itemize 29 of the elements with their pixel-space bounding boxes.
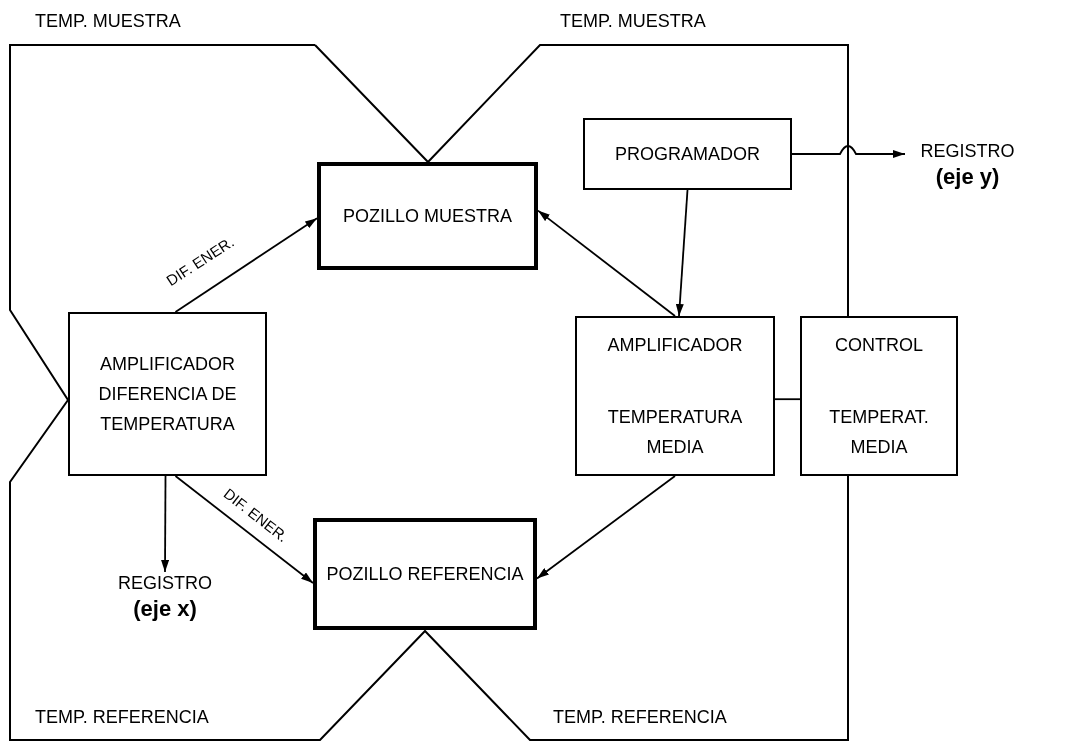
well-box [313, 518, 537, 630]
signal-label: TEMP. REFERENCIA [35, 706, 209, 729]
box-text: POZILLO MUESTRA [342, 205, 513, 228]
output-label: REGISTRO [920, 140, 1015, 163]
arrow [537, 209, 676, 317]
arrow [675, 189, 689, 317]
box-text: AMPLIFICADOR DIFERENCIA DE TEMPERATURA [97, 353, 238, 436]
box-text: PROGRAMADOR [614, 143, 761, 166]
arrow [536, 475, 676, 580]
box-text: TEMPERATURA MEDIA [606, 406, 744, 459]
process-box [575, 316, 775, 476]
output-label: REGISTRO [118, 572, 212, 595]
arrow [174, 475, 314, 584]
arrow [161, 475, 170, 573]
process-box [68, 312, 267, 476]
box-text: TEMPERAT. MEDIA [828, 406, 930, 459]
box-text: CONTROL [834, 334, 924, 357]
process-box [800, 316, 958, 476]
signal-label: TEMP. MUESTRA [560, 10, 706, 33]
axis-note: (eje x) [133, 594, 197, 622]
signal-label: TEMP. REFERENCIA [553, 706, 727, 729]
arrow [174, 217, 318, 313]
axis-note: (eje y) [935, 162, 1000, 190]
well-box [317, 162, 538, 270]
signal-label: TEMP. MUESTRA [35, 10, 181, 33]
arrow [791, 145, 906, 158]
box-text: AMPLIFICADOR [606, 334, 744, 357]
box-text: POZILLO REFERENCIA [325, 563, 525, 586]
process-box [583, 118, 792, 190]
